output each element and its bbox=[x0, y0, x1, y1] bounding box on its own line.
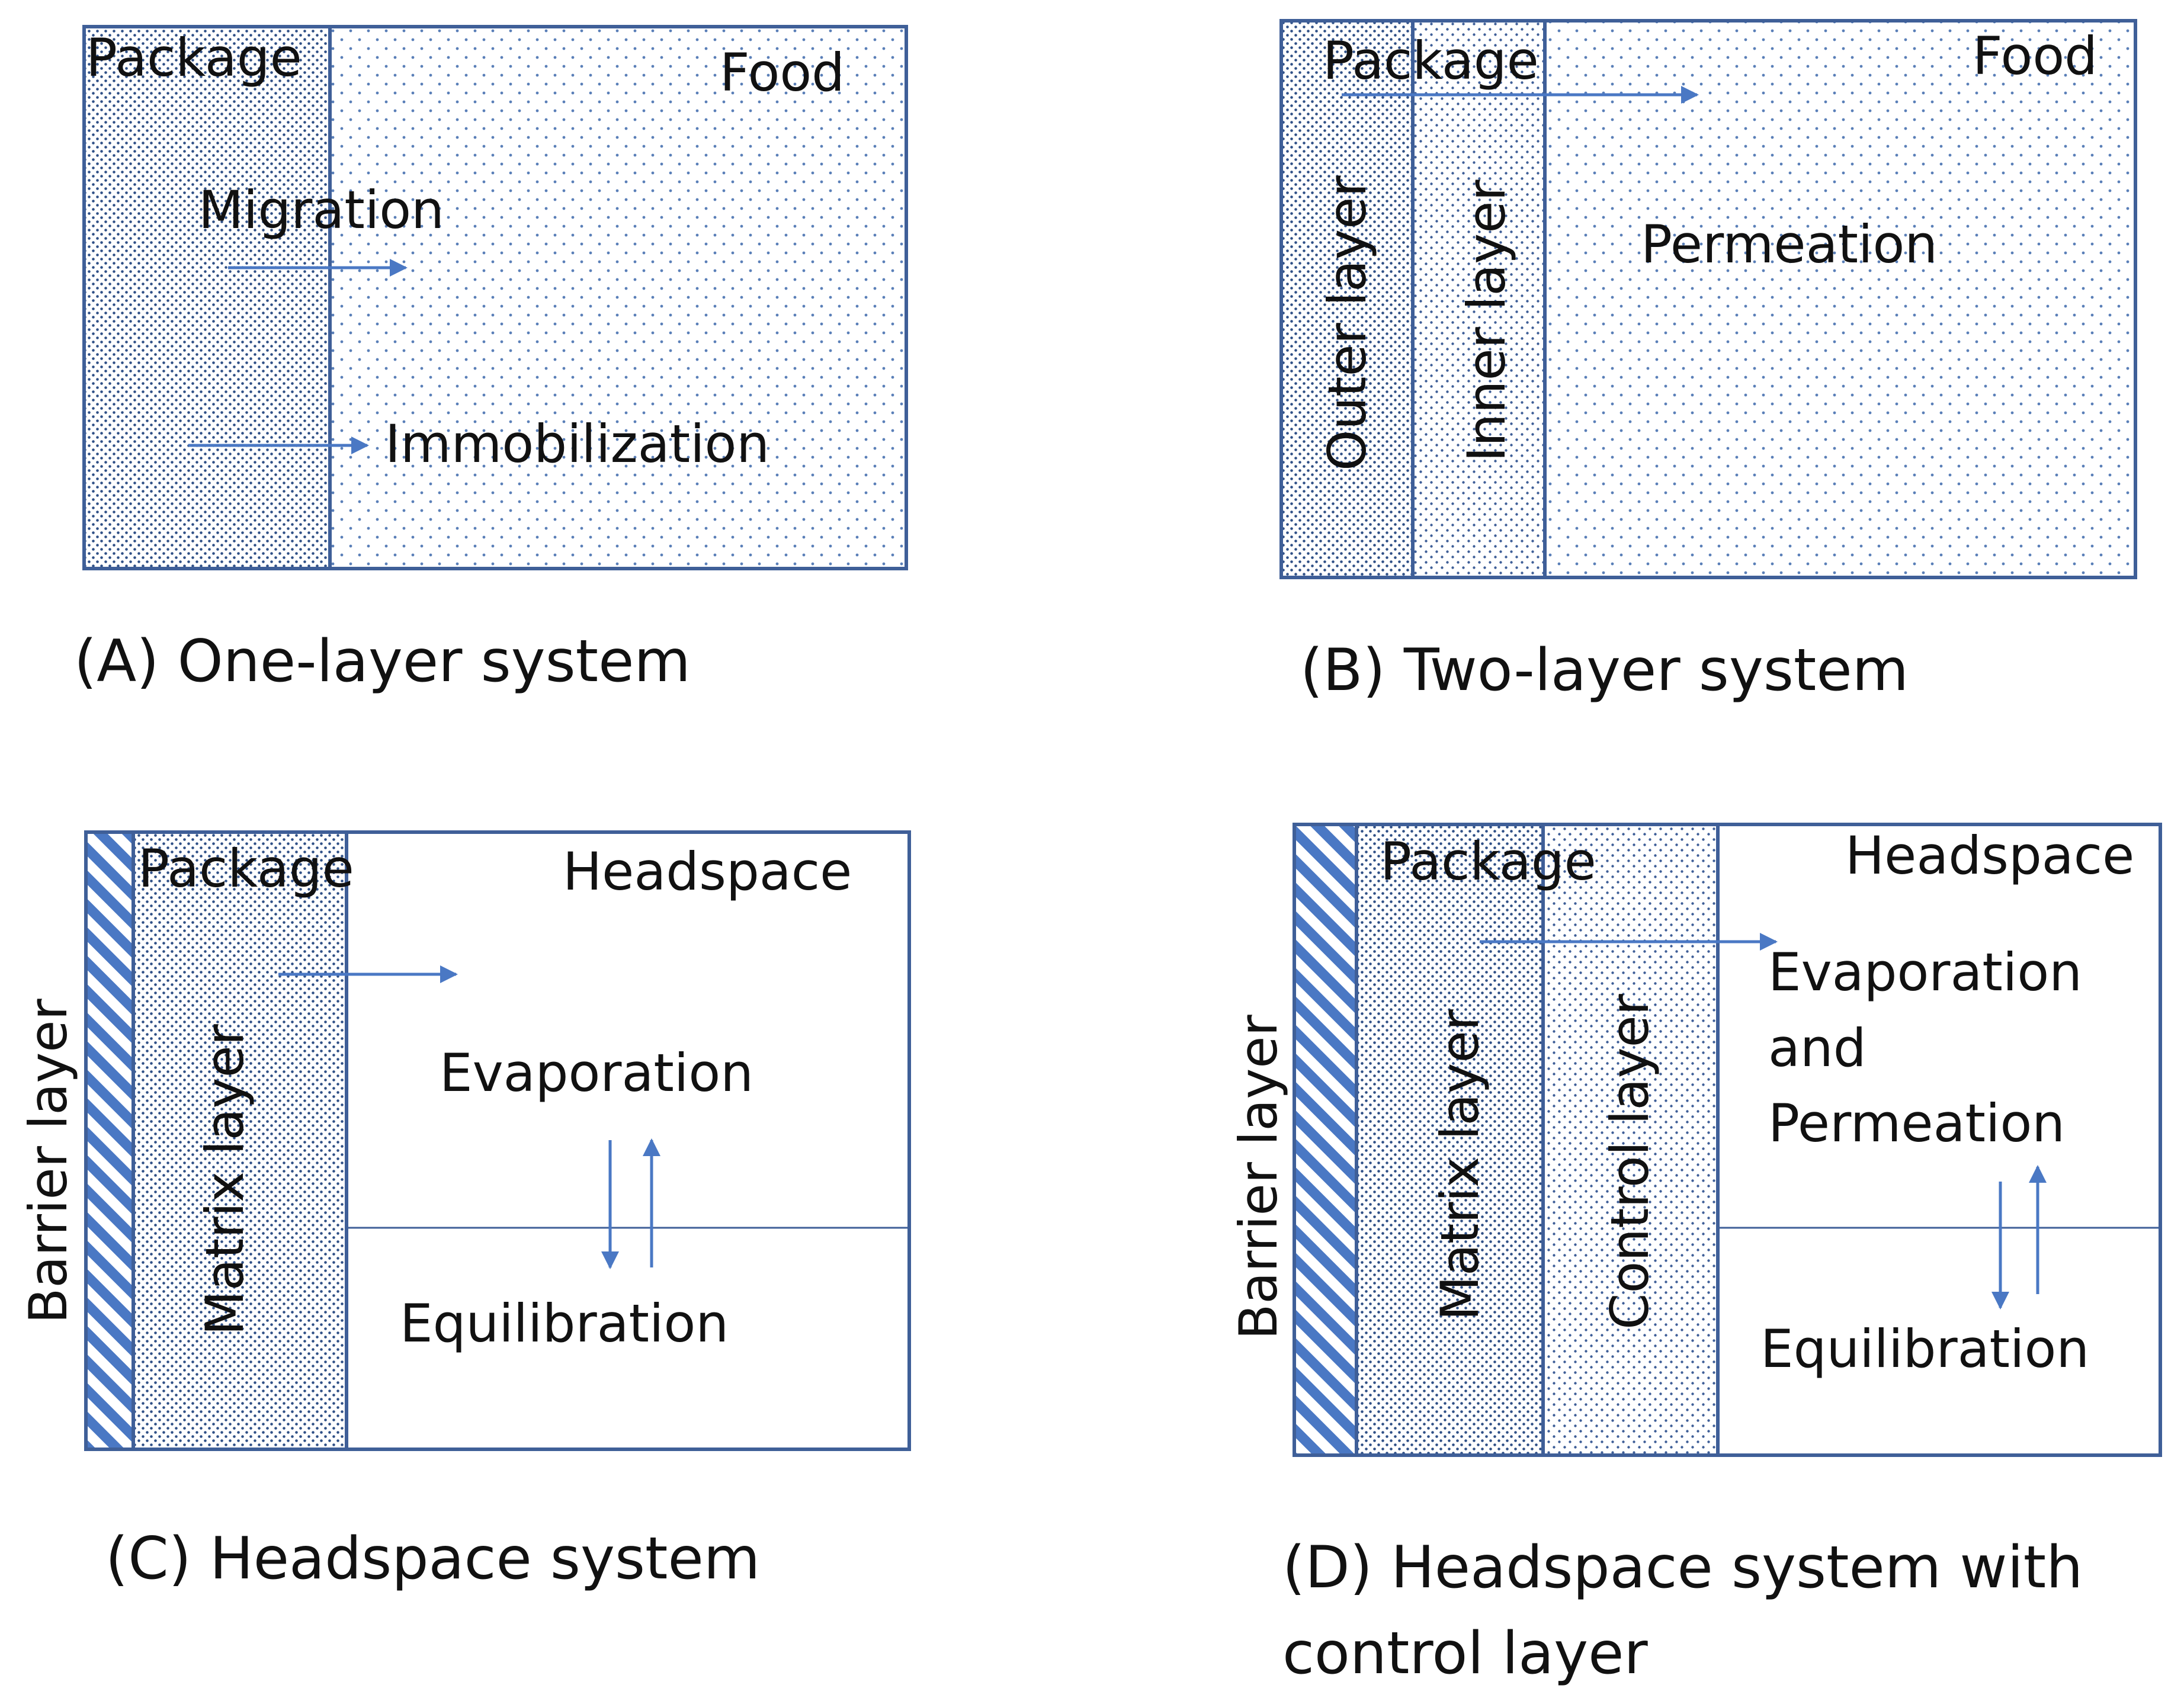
panel-b-permeation-label: Permeation bbox=[1641, 214, 1938, 275]
panel-a-one-layer: Package Food Migration Immobilization (A… bbox=[74, 25, 908, 695]
panel-a-package-label: Package bbox=[86, 27, 302, 88]
panel-c-headspace: Barrier layer Package Headspace Matrix l… bbox=[18, 830, 911, 1593]
panel-b-outer-layer-region bbox=[1279, 19, 1415, 579]
panel-a-package-region bbox=[82, 25, 332, 570]
panel-d-matrix-region bbox=[1355, 823, 1545, 1457]
panel-c-evaporation-label: Evaporation bbox=[440, 1042, 753, 1103]
panel-d-barrier-region bbox=[1293, 823, 1358, 1457]
panel-c-package-label: Package bbox=[138, 838, 354, 899]
panel-b-package-label: Package bbox=[1323, 30, 1539, 91]
panel-d-headspace-region bbox=[1716, 823, 2162, 1457]
panel-c-headspace-region bbox=[345, 830, 911, 1451]
panel-c-barrier-region bbox=[84, 830, 135, 1451]
panel-c-barrier-layer-label: Barrier layer bbox=[18, 999, 79, 1324]
panel-c-headspace-label: Headspace bbox=[563, 841, 852, 902]
panel-b-outer-layer-label: Outer layer bbox=[1317, 175, 1378, 471]
panel-d-headspace-label: Headspace bbox=[1845, 825, 2134, 886]
panel-c-matrix-region bbox=[132, 830, 348, 1451]
panel-b-inner-layer-label: Inner layer bbox=[1456, 179, 1517, 462]
panel-d-matrix-layer-label: Matrix layer bbox=[1429, 1009, 1490, 1321]
panel-a-caption: (A) One-layer system bbox=[74, 628, 691, 695]
panel-d-package-label: Package bbox=[1380, 831, 1596, 892]
panel-a-migration-label: Migration bbox=[198, 179, 444, 240]
panel-b-caption: (B) Two-layer system bbox=[1300, 637, 1909, 704]
panel-c-matrix-layer-label: Matrix layer bbox=[194, 1023, 255, 1336]
panel-b-food-label: Food bbox=[1973, 25, 2098, 86]
panel-d-caption-line2: control layer bbox=[1282, 1620, 1648, 1687]
panel-c-equilibration-label: Equilibration bbox=[400, 1293, 729, 1354]
panel-d-evaporation-line2: and bbox=[1768, 1018, 1866, 1079]
panel-d-caption-line1: (D) Headspace system with bbox=[1282, 1534, 2083, 1601]
panel-a-food-label: Food bbox=[720, 42, 845, 103]
panel-b-two-layer: Package Food Outer layer Inner layer Per… bbox=[1279, 19, 2137, 704]
panel-d-evaporation-line3: Permeation bbox=[1768, 1093, 2065, 1154]
panel-d-control-region bbox=[1541, 823, 1720, 1457]
panel-b-food-region bbox=[1543, 19, 2137, 579]
panel-d-equilibration-label: Equilibration bbox=[1760, 1318, 2089, 1379]
panel-c-caption: (C) Headspace system bbox=[105, 1525, 760, 1593]
panel-d-barrier-layer-label: Barrier layer bbox=[1228, 1015, 1289, 1340]
panel-a-immobilization-label: Immobilization bbox=[385, 413, 769, 474]
panel-d-control-layer-label: Control layer bbox=[1599, 993, 1660, 1330]
panel-d-evaporation-line1: Evaporation bbox=[1768, 942, 2082, 1003]
panel-b-inner-layer-region bbox=[1411, 19, 1547, 579]
panel-d-headspace-control: Barrier layer Package Headspace Matrix l… bbox=[1228, 823, 2162, 1687]
panel-a-food-region bbox=[328, 25, 908, 570]
